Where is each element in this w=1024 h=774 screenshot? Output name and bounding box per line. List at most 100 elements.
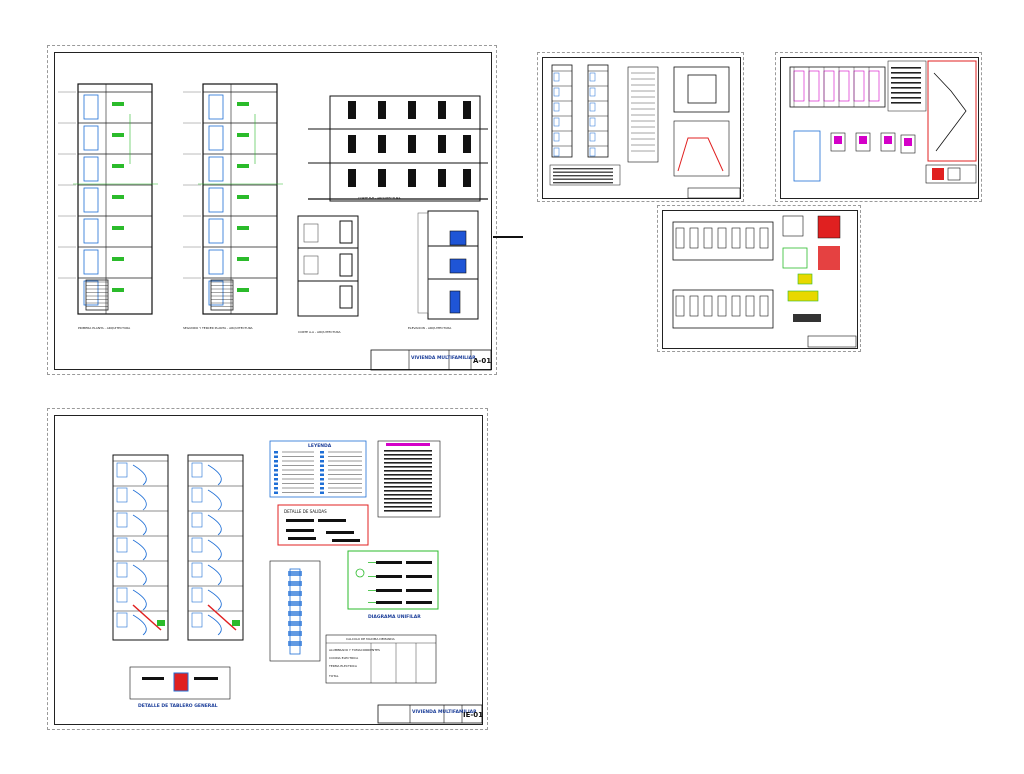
circuit-bar: [406, 575, 432, 578]
door: [589, 87, 596, 97]
door: [116, 462, 128, 478]
circuit-bar: [376, 561, 402, 564]
sheet-frame: [542, 57, 741, 199]
text-block: [891, 82, 921, 84]
text-block: [384, 498, 432, 500]
detail-bar: [326, 531, 354, 534]
text-block: [384, 470, 432, 472]
footing-detail: [830, 132, 846, 152]
section-label: CORTE A-A - ARQUITECTURA: [298, 330, 341, 334]
legend-symbol: [320, 469, 324, 472]
circuit-wire: [132, 464, 147, 486]
door: [589, 132, 596, 142]
text-block: [384, 462, 432, 464]
door: [589, 102, 596, 112]
door: [83, 187, 99, 213]
circuit-bar: [376, 601, 402, 604]
load-row: TERMA ELECTRICA: [328, 664, 358, 668]
beam: [759, 295, 769, 317]
sheet-structural-2[interactable]: [775, 52, 982, 202]
room-tag: [237, 288, 249, 292]
circuit-wire: [207, 464, 222, 486]
text-block: [384, 454, 432, 456]
structural-drawing: [789, 60, 977, 184]
section-label: ELEVACION - ARQUITECTURA: [408, 326, 452, 330]
footing-detail: [855, 132, 871, 152]
legend-symbol: [274, 455, 278, 458]
riser-segment: [288, 641, 302, 646]
door: [589, 72, 596, 82]
beam-grid: [793, 70, 805, 102]
front-elevation: [417, 210, 479, 320]
sheet-frame: [780, 57, 979, 199]
beam: [731, 295, 741, 317]
circuit-wire: [132, 614, 147, 636]
beam: [703, 295, 713, 317]
beam: [745, 295, 755, 317]
room-tag: [237, 195, 249, 199]
text-block: [891, 102, 921, 104]
room-tag: [112, 257, 124, 261]
plan-label: SEGUNDO Y TERCER PLANTA - ARQUITECTURA: [183, 326, 254, 330]
door: [208, 249, 224, 275]
footing-detail: [880, 132, 896, 152]
door: [116, 562, 128, 578]
logo-text: VIVIENDA MULTIFAMILIAR: [412, 709, 477, 715]
door: [83, 94, 99, 120]
window: [378, 169, 386, 187]
stair: [210, 279, 234, 311]
load-table: CALCULO DE MAXIMA DEMANDA ALUMBRADO Y TO…: [325, 634, 437, 684]
door: [191, 512, 203, 528]
circuit-wire: [207, 489, 222, 511]
legend-symbol: [274, 469, 278, 472]
door: [208, 218, 224, 244]
sheet-architecture[interactable]: PRIMERA PLANTA - ARQUITECTURA SEGUNDO Y …: [47, 45, 523, 375]
panel-tag: [157, 620, 165, 626]
circuit-wire: [207, 539, 222, 561]
text-block: [384, 466, 432, 468]
door: [83, 156, 99, 182]
room-tag: [112, 226, 124, 230]
circuit-wire: [132, 564, 147, 586]
plan-label: PRIMERA PLANTA - ARQUITECTURA: [78, 326, 131, 330]
circuit-wire: [132, 539, 147, 561]
circuit-wire: [207, 514, 222, 536]
door: [553, 102, 560, 112]
sheet-electrical[interactable]: LEYENDA DETALLE DE SALIDAS DIAGRAMA UNIF…: [47, 408, 488, 730]
window: [348, 135, 356, 153]
door: [191, 462, 203, 478]
stair: [85, 279, 109, 311]
logo-text: VIVIENDA MULTIFAMILIAR: [411, 355, 476, 361]
text-block: [384, 482, 432, 484]
legend-symbol: [274, 478, 278, 481]
window: [408, 101, 416, 119]
text-block: [891, 92, 921, 94]
legend-symbol: [274, 460, 278, 463]
detail-label: DETALLE DE SALIDAS: [284, 509, 327, 514]
window: [378, 135, 386, 153]
sheet-structural-1[interactable]: [537, 52, 744, 202]
room-tag: [237, 102, 249, 106]
board-detail: DETALLE DE TABLERO GENERAL: [129, 666, 231, 709]
legend-symbol: [320, 460, 324, 463]
text-block: [553, 168, 613, 170]
legend-symbol: [320, 455, 324, 458]
text-block: [891, 67, 921, 69]
text-block: [384, 490, 432, 492]
title-block: VIVIENDA MULTIFAMILIAR IE-01: [377, 704, 483, 724]
beam-grid: [823, 70, 835, 102]
legend-symbol: [274, 487, 278, 490]
beam: [689, 227, 699, 249]
sheet-structural-3[interactable]: [657, 205, 861, 352]
circuit-wire: [132, 489, 147, 511]
room-tag: [237, 133, 249, 137]
door: [208, 280, 224, 306]
text-block: [384, 510, 432, 512]
text-block: [384, 458, 432, 460]
room-tag: [112, 133, 124, 137]
room-tag: [112, 195, 124, 199]
beam: [731, 227, 741, 249]
text-block: [384, 494, 432, 496]
room-tag: [237, 257, 249, 261]
text-block: [891, 77, 921, 79]
